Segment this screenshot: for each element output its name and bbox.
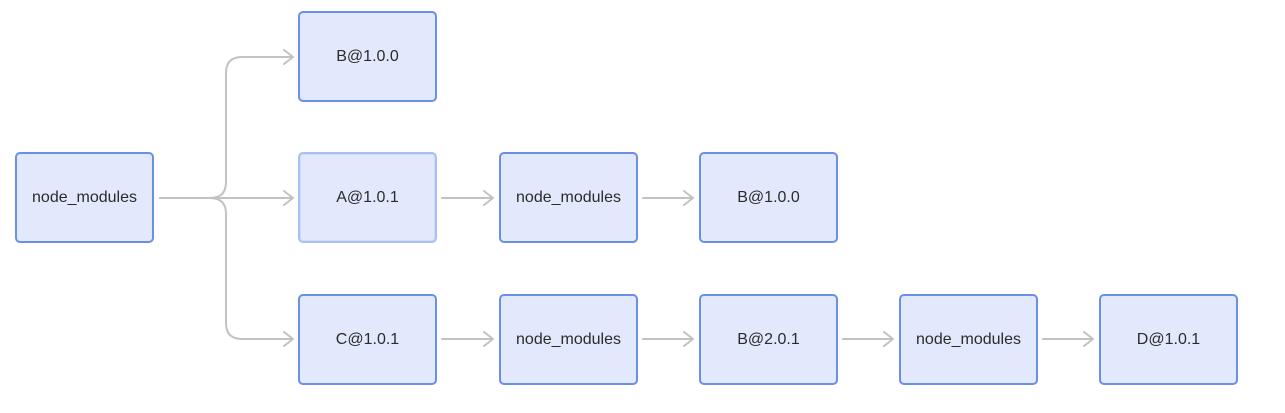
arrow-a-b: [683, 190, 694, 206]
node-a-node-modules[interactable]: node_modules: [499, 152, 638, 243]
arrow-c: [283, 331, 294, 347]
node-c-node-modules[interactable]: node_modules: [499, 294, 638, 385]
edge-root-to-b-top: [159, 56, 293, 199]
arrow-c-b-modules: [883, 331, 894, 347]
node-c-b-2-0-1[interactable]: B@2.0.1: [699, 294, 838, 385]
arrow-a-modules: [483, 190, 494, 206]
node-b-1-0-0-top[interactable]: B@1.0.0: [298, 11, 437, 102]
arrow-a: [283, 190, 294, 206]
arrow-c-b: [683, 331, 694, 347]
edge-root-to-c: [159, 197, 293, 340]
node-b-node-modules[interactable]: node_modules: [899, 294, 1038, 385]
node-d-1-0-1[interactable]: D@1.0.1: [1099, 294, 1238, 385]
node-root-node-modules[interactable]: node_modules: [15, 152, 154, 243]
node-a-b-1-0-0[interactable]: B@1.0.0: [699, 152, 838, 243]
node-a-1-0-1[interactable]: A@1.0.1: [298, 152, 437, 243]
node-c-1-0-1[interactable]: C@1.0.1: [298, 294, 437, 385]
arrow-b-top: [283, 49, 294, 65]
arrow-c-modules: [483, 331, 494, 347]
arrow-d: [1083, 331, 1094, 347]
